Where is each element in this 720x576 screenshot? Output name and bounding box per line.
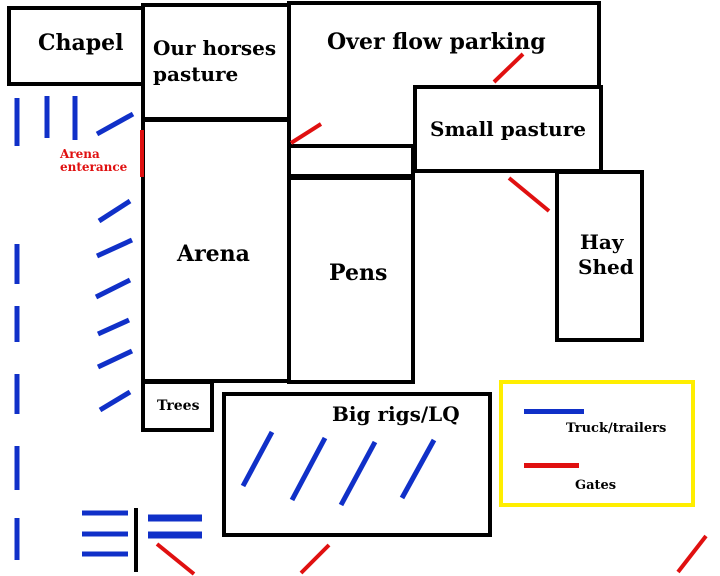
truck-trailer-marker xyxy=(399,438,437,500)
truck-trailer-marker xyxy=(240,430,275,488)
legend-truck-swatch xyxy=(524,409,584,414)
overflow-parking-label: Over flow parking xyxy=(327,29,546,55)
map-legend: Truck/trailers Gates xyxy=(499,380,695,507)
legend-gate-label: Gates xyxy=(575,478,617,493)
small-pasture-area xyxy=(413,85,603,173)
trees-area xyxy=(141,380,214,432)
truck-trailer-marker xyxy=(97,198,132,224)
hay-shed-area xyxy=(555,170,644,342)
big-rigs-label: Big rigs/LQ xyxy=(332,402,460,426)
gate-marker xyxy=(676,534,708,574)
legend-truck-label: Truck/trailers xyxy=(566,421,667,436)
trees-label: Trees xyxy=(157,398,200,414)
arena-entrance-label-line2: enterance xyxy=(60,160,128,174)
truck-trailer-marker xyxy=(95,237,134,259)
truck-trailer-marker xyxy=(96,348,134,370)
truck-trailer-marker xyxy=(96,317,131,337)
truck-trailer-marker xyxy=(289,436,328,502)
hay-shed-label-line2: Shed xyxy=(578,255,634,279)
truck-trailer-marker xyxy=(98,389,132,413)
big-rigs-area xyxy=(222,392,492,537)
truck-trailer-marker xyxy=(95,111,135,137)
arena-entrance-label-line1: Arena xyxy=(60,147,100,161)
gate-marker xyxy=(155,542,196,576)
hay-shed-label-line1: Hay xyxy=(580,230,624,254)
gate-markers xyxy=(140,52,708,576)
pens-area xyxy=(287,176,415,384)
arena-label: Arena xyxy=(177,241,250,267)
truck-trailer-markers xyxy=(14,96,437,560)
legend-gate-swatch xyxy=(524,463,579,468)
small-pasture-label: Small pasture xyxy=(430,117,586,141)
chapel-label: Chapel xyxy=(38,30,124,56)
truck-trailer-marker xyxy=(338,440,378,507)
our-horses-pasture-label-line2: pasture xyxy=(153,62,239,86)
our-horses-pasture-label-line1: Our horses xyxy=(153,36,277,60)
pens-label: Pens xyxy=(329,260,388,286)
gate-marker xyxy=(507,176,551,213)
truck-trailer-marker xyxy=(94,277,132,300)
gate-marker xyxy=(492,52,525,84)
gate-marker xyxy=(289,122,323,145)
gate-marker xyxy=(299,543,331,575)
